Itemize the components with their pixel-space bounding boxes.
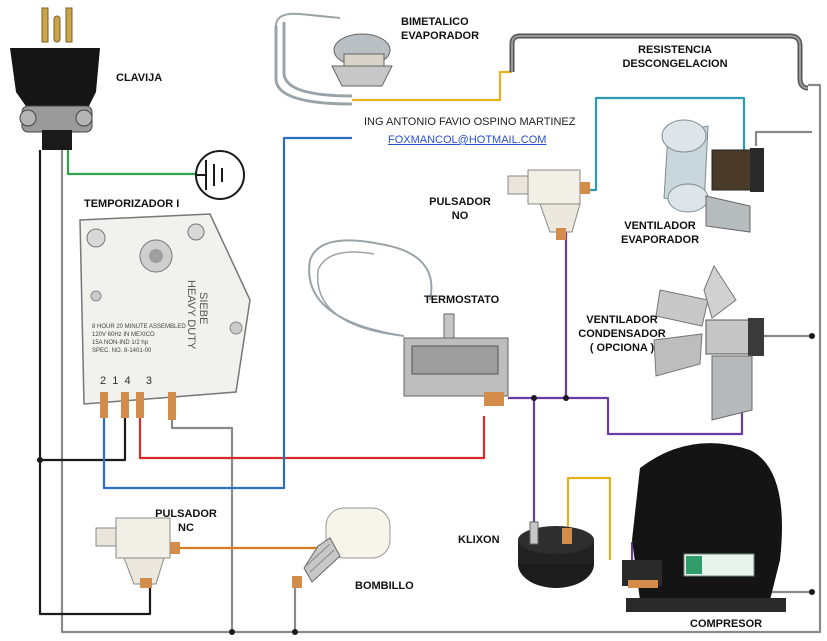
timer-device-icon (79, 213, 251, 420)
label-pulsador-nc-type: NC (178, 522, 194, 534)
wire-blue (102, 136, 352, 490)
label-clavija: CLAVIJA (116, 72, 163, 84)
timer-spec-line: 120V 60Hz IN MEXICO (92, 332, 155, 338)
thermostat-icon (308, 239, 509, 406)
label-bimetalico: BIMETALICO (401, 16, 469, 28)
label-ventilador-evaporador-2: EVAPORADOR (620, 234, 700, 246)
defrost-heater-icon (509, 33, 809, 91)
junction-dot (809, 333, 815, 339)
wire-teal (590, 96, 746, 192)
junction-dot (292, 629, 298, 635)
wire-yellow-bimetal (352, 70, 512, 102)
junction-dot (37, 457, 43, 463)
label-descongelacion: DESCONGELACION (622, 58, 728, 70)
wire-black-timer (40, 418, 127, 462)
junction-dot (809, 589, 815, 595)
label-pulsador-no: PULSADOR (429, 196, 491, 208)
author-email-link[interactable]: FOXMANCOL@HOTMAIL.COM (388, 134, 547, 146)
compressor-icon (622, 443, 786, 612)
plug-icon (10, 7, 100, 150)
label-ventilador-condensador-2: CONDENSADOR (578, 328, 666, 340)
bimetal-thermostat-icon (274, 12, 393, 106)
label-pulsador-nc: PULSADOR (155, 508, 217, 520)
junction-dot (229, 629, 235, 635)
wire-green-ground (66, 138, 196, 176)
wire-black-line (38, 150, 152, 616)
wire-gray-neutral (60, 83, 822, 634)
overload-klixon-icon (518, 521, 594, 588)
ground-symbol-icon (195, 150, 245, 200)
label-ventilador-condensador: VENTILADOR (586, 314, 658, 326)
label-pulsador-no-type: NO (451, 210, 469, 222)
evaporator-fan-icon (661, 119, 764, 233)
label-ventilador-condensador-3: ( OPCIONA ) (589, 342, 655, 354)
junction-dot (531, 395, 537, 401)
label-ventilador-evaporador: VENTILADOR (624, 220, 696, 232)
timer-brand: SIEBE (197, 292, 209, 324)
junction-dots (37, 333, 815, 635)
wire-gray-timer-3 (170, 420, 234, 632)
light-bulb-icon (292, 507, 391, 588)
label-bombillo: BOMBILLO (355, 580, 414, 592)
timer-spec-line: 8 HOUR 20 MINUTE ASSEMBLED (92, 324, 186, 330)
wire-gray-evap-fan (754, 130, 812, 146)
timer-terminal-numbers: 2 1 4 3 (100, 375, 152, 387)
door-switch-nc-icon (95, 517, 180, 588)
wire-yellow-klixon (566, 476, 612, 560)
label-compresor: COMPRESOR (690, 618, 763, 630)
label-bimetalico-evaporador: EVAPORADOR (401, 30, 480, 42)
label-klixon: KLIXON (458, 534, 500, 546)
wire-red (138, 416, 486, 460)
door-switch-no-icon (507, 169, 590, 240)
wire-purple (508, 396, 744, 436)
label-temporizador: TEMPORIZADOR I (84, 198, 180, 210)
wires (38, 70, 822, 634)
author-name: ING ANTONIO FAVIO OSPINO MARTINEZ (364, 116, 576, 128)
timer-brand-2: HEAVY DUTY (185, 280, 197, 350)
label-resistencia: RESISTENCIA (638, 44, 712, 56)
condenser-fan-icon (653, 264, 764, 421)
label-termostato: TERMOSTATO (424, 294, 500, 306)
timer-spec-line: 15A NON-IND 1/2 hp (92, 340, 149, 346)
timer-spec-line: SPEC. NO. 8-1401-00 (92, 348, 152, 354)
junction-dot (563, 395, 569, 401)
